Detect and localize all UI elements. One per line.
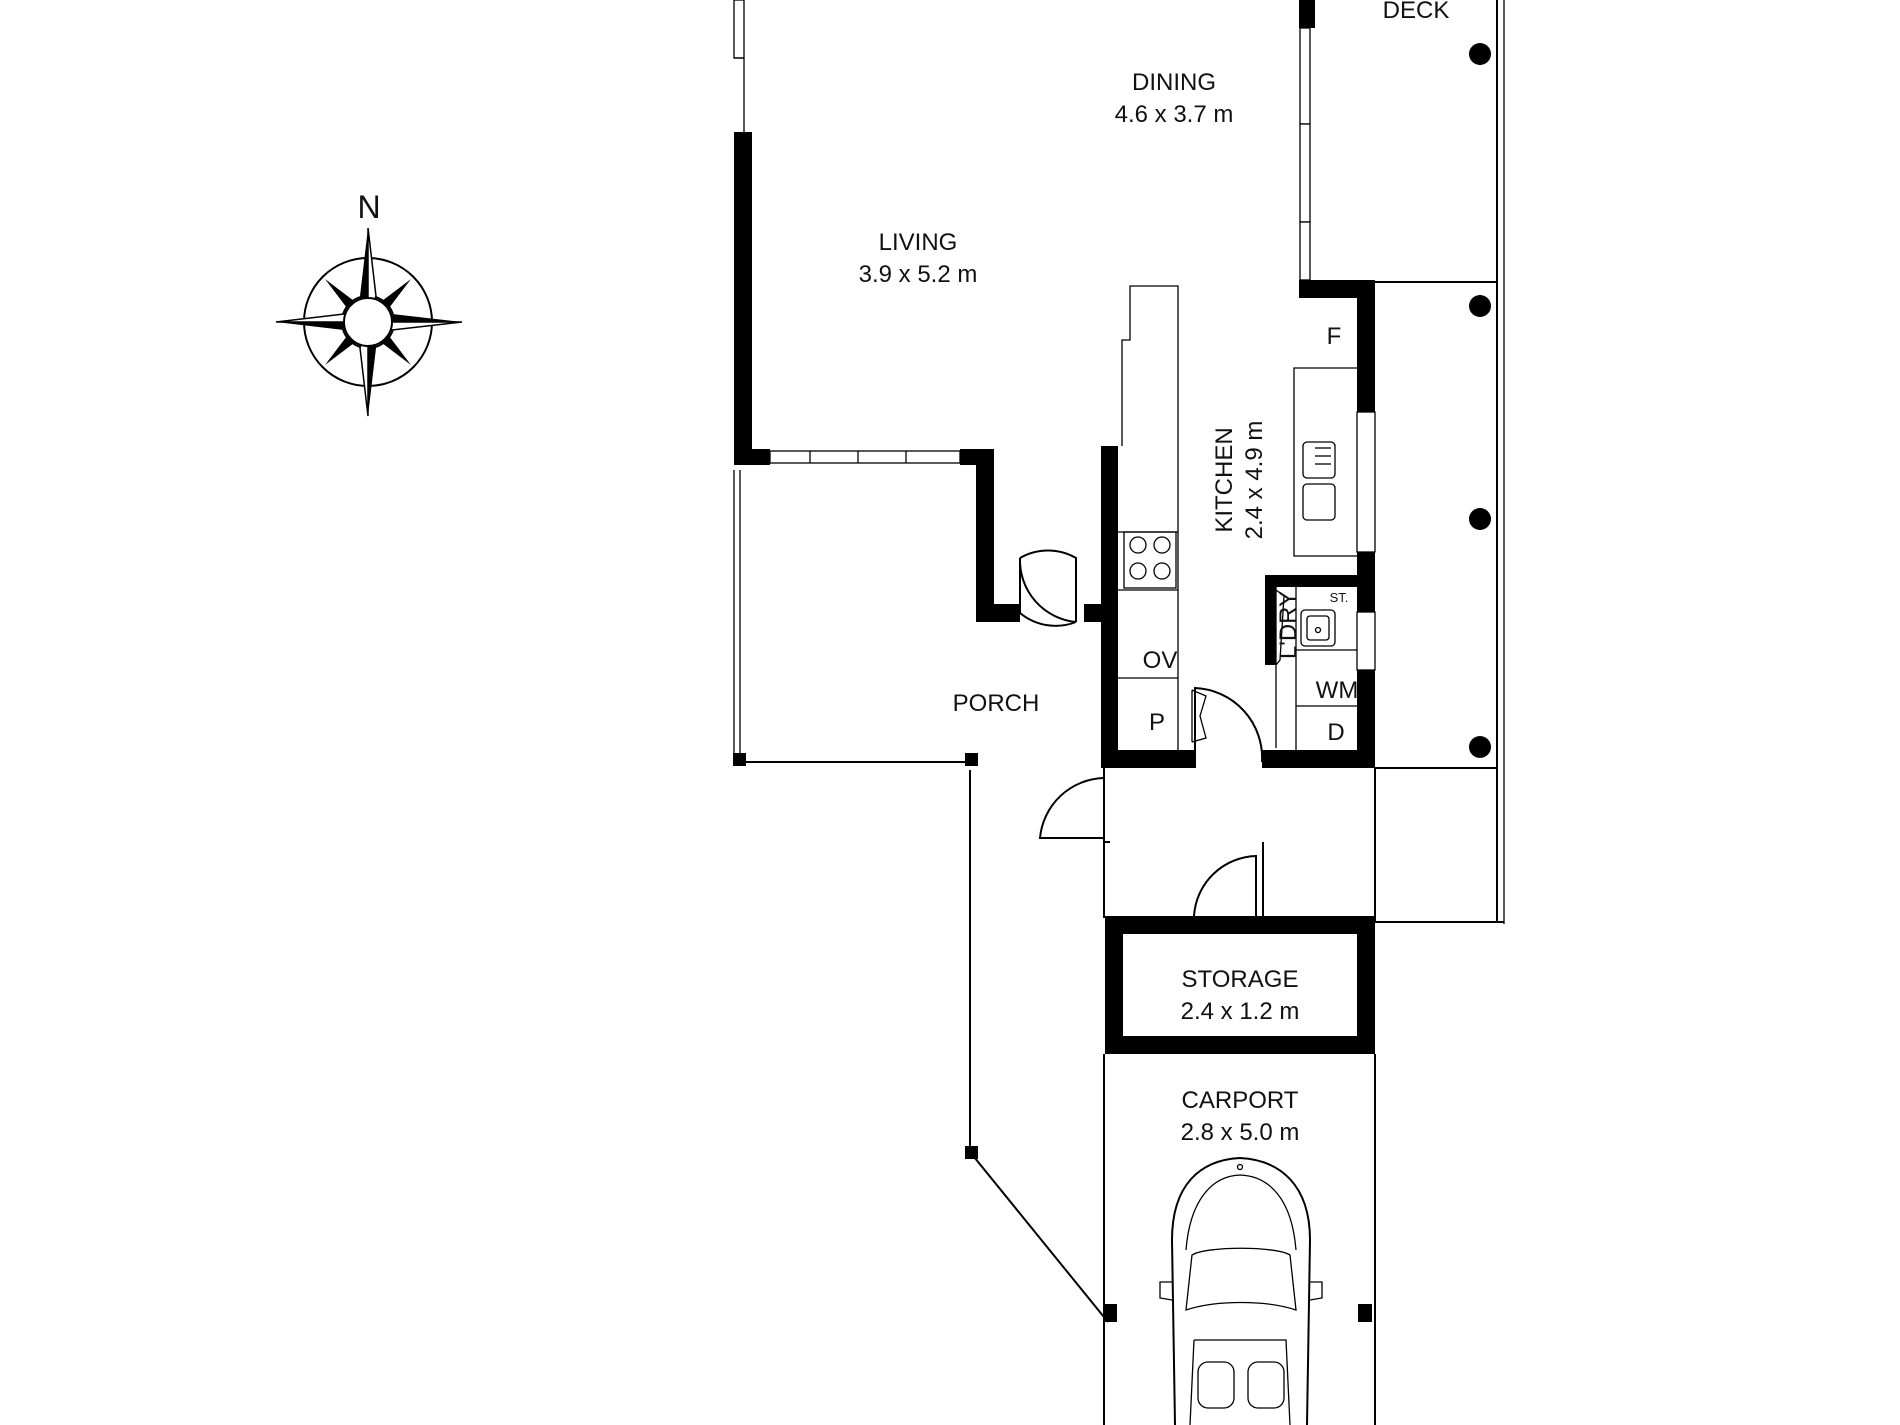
kitchen-dims: 2.4 x 4.9 m — [1241, 421, 1268, 540]
carport-dims: 2.8 x 5.0 m — [1181, 1119, 1300, 1146]
cooktop-icon — [1123, 531, 1177, 589]
carport-label: CARPORT — [1182, 1087, 1299, 1114]
deck-label: DECK — [1383, 0, 1450, 24]
laundry-tub-icon — [1300, 609, 1336, 647]
living-label: LIVING — [879, 229, 958, 256]
laundry-tub-label: ST. — [1330, 590, 1349, 605]
oven-label: OV — [1143, 647, 1178, 674]
dryer-label: D — [1327, 719, 1344, 746]
outlines — [733, 0, 1505, 1425]
pantry-label: P — [1149, 709, 1165, 736]
posts — [733, 43, 1491, 1322]
living-dims: 3.9 x 5.2 m — [859, 261, 978, 288]
room-labels: DINING 4.6 x 3.7 m LIVING 3.9 x 5.2 m KI… — [859, 0, 1450, 1146]
storage-label: STORAGE — [1182, 966, 1299, 993]
kitchen-label: KITCHEN — [1211, 427, 1238, 532]
walls — [734, 0, 1375, 1054]
compass-rose-icon — [275, 227, 463, 417]
sink-icon — [1302, 441, 1336, 521]
doors — [1018, 549, 1285, 917]
storage-dims: 2.4 x 1.2 m — [1181, 998, 1300, 1025]
fridge-label: F — [1327, 323, 1342, 350]
washing-machine-label: WM — [1316, 677, 1359, 704]
car-icon — [1159, 1156, 1323, 1425]
laundry-label: L'DRY — [1275, 591, 1302, 659]
porch-label: PORCH — [953, 690, 1040, 717]
dining-dims: 4.6 x 3.7 m — [1115, 101, 1234, 128]
dining-label: DINING — [1132, 69, 1216, 96]
compass-north-label: N — [357, 189, 380, 225]
fixture-labels: F OV P WM D ST. — [1143, 323, 1359, 746]
